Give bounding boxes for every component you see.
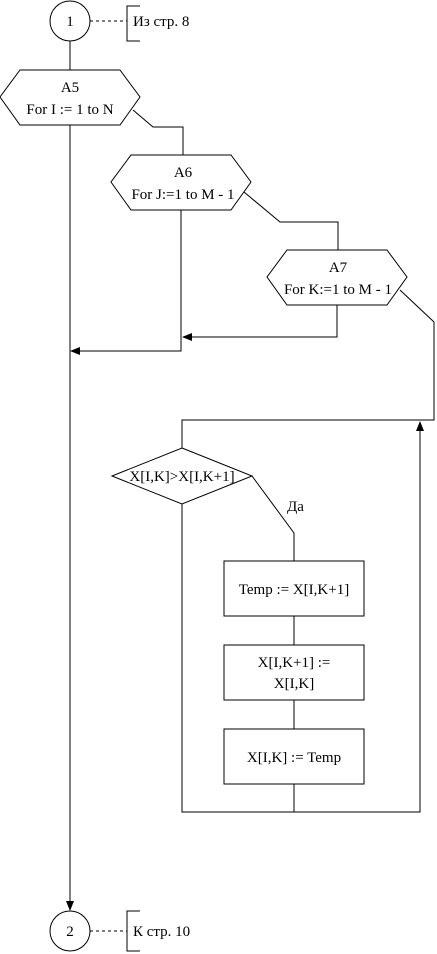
loop-a6-text: For J:=1 to M - 1	[131, 187, 234, 203]
loop-a5-text: For I := 1 to N	[26, 102, 113, 118]
flow-a6-return	[70, 210, 182, 355]
process-block-2	[223, 644, 365, 701]
loop-a7-text: For K:=1 to M - 1	[284, 282, 392, 298]
loop-a6-id: A6	[174, 165, 193, 181]
loop-a7	[266, 249, 408, 306]
flow-a6-to-a7	[243, 191, 339, 250]
loop-a6	[110, 154, 252, 211]
connector-bottom-comment: К стр. 10	[133, 924, 190, 940]
flow-decision-yes	[251, 475, 295, 561]
connector-bottom-label: 2	[66, 924, 74, 940]
process-block-3-text: X[I,K] := Temp	[247, 750, 341, 766]
process-block-2-text-line-1: X[I,K+1] :=	[258, 655, 331, 671]
flow-a7-return	[182, 305, 338, 341]
process-block-1	[223, 560, 365, 617]
decision-compare-text: X[I,K]>X[I,K+1]	[129, 469, 234, 485]
flow-a5-to-a6	[132, 109, 184, 155]
decision-yes-label: Да	[287, 499, 304, 515]
connector-top-comment: Из стр. 8	[133, 14, 189, 30]
loop-a7-id: A7	[329, 260, 348, 276]
process-block-3	[223, 728, 365, 785]
process-block-2-text-line-2: X[I,K]	[274, 676, 314, 692]
connector-bottom-comment-bracket	[126, 910, 140, 952]
flow-decision-no	[181, 421, 424, 813]
loop-a5-id: A5	[61, 80, 79, 96]
process-block-1-text: Temp := X[I,K+1]	[239, 582, 349, 598]
connector-top-label: 1	[66, 14, 74, 30]
flow-a7-to-decision	[181, 289, 435, 448]
connector-top-comment-bracket	[126, 5, 140, 42]
loop-a5	[0, 69, 141, 126]
